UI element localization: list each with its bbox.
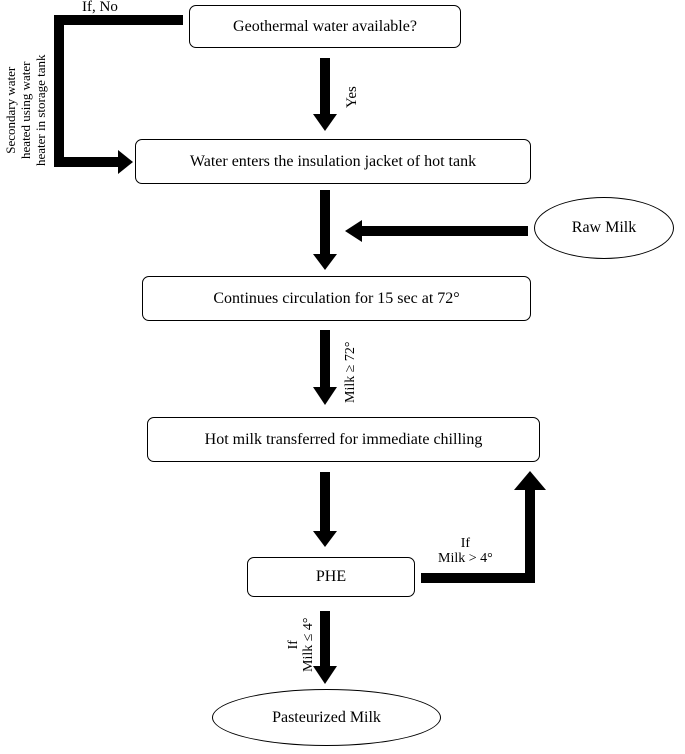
circulation-box: Continues circulation for 15 sec at 72°: [142, 276, 531, 321]
raw-milk-arrowhead: [345, 220, 362, 242]
milk-gt-4-word: Milk > 4°: [438, 551, 493, 566]
phe-to-pasteurized-arrowhead: [313, 666, 337, 684]
no-branch-arrowhead: [118, 150, 133, 174]
yes-arrowhead: [313, 114, 337, 131]
if-milk-le-4-label: If Milk ≤ 4°: [286, 617, 316, 672]
if-le-word: If: [286, 640, 301, 650]
hot-milk-box: Hot milk transferred for immediate chill…: [147, 417, 540, 462]
circulation-to-hot-milk-arrowhead: [313, 387, 337, 405]
milk-le-4-word: Milk ≤ 4°: [301, 617, 316, 672]
secondary-water-label: Secondary water heated using water heate…: [3, 54, 48, 166]
if-gt-word: If: [460, 536, 471, 551]
secondary-line-2: heated using water: [18, 61, 33, 159]
secondary-line-3: heater in storage tank: [33, 54, 48, 166]
milk-ge-72-label: Milk ≥ 72°: [343, 341, 358, 403]
yes-label: Yes: [344, 86, 360, 108]
no-branch-arrow-line: [54, 15, 183, 167]
geothermal-decision-box: Geothermal water available?: [189, 5, 461, 48]
jacket-to-circulation-arrowhead: [313, 254, 337, 270]
raw-milk-ellipse: Raw Milk: [534, 197, 674, 259]
hot-milk-to-phe-arrowhead: [313, 531, 337, 547]
if-no-label: If, No: [82, 0, 118, 15]
recirculation-arrow-line: [421, 488, 535, 583]
water-jacket-box: Water enters the insulation jacket of ho…: [135, 139, 531, 184]
recirculation-arrowhead: [514, 471, 546, 490]
if-milk-gt-4-label: If Milk > 4°: [438, 536, 493, 566]
secondary-line-1: Secondary water: [3, 66, 18, 154]
phe-box: PHE: [247, 557, 415, 597]
pasteurized-milk-ellipse: Pasteurized Milk: [212, 689, 441, 746]
